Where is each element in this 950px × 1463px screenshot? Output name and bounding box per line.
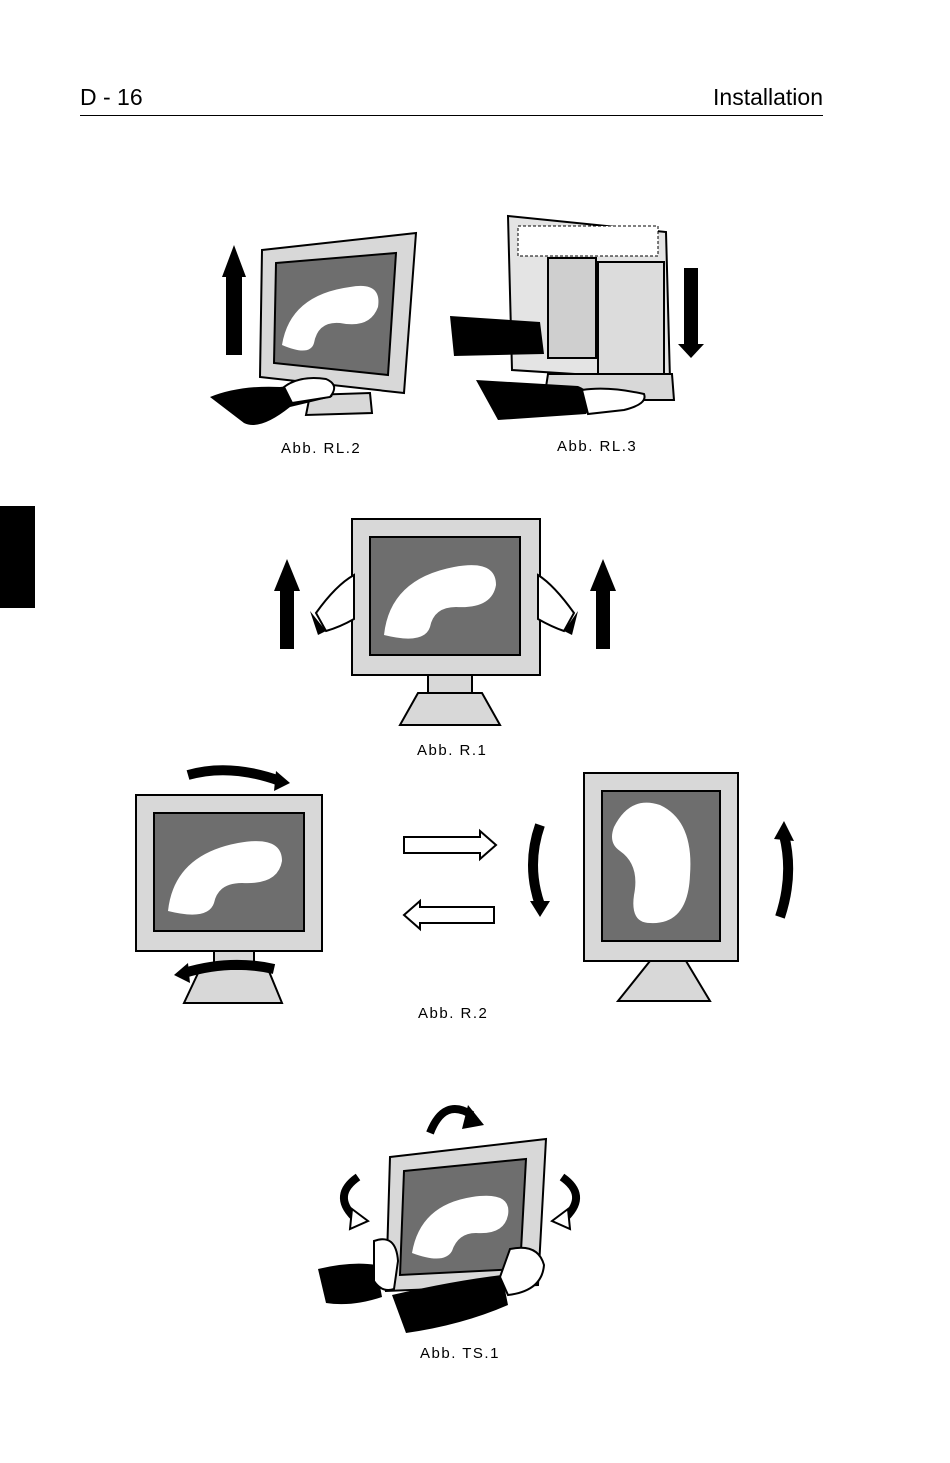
arrow-right-outline-icon: [403, 828, 498, 862]
caption-r1: Abb. R.1: [417, 742, 488, 759]
caption-ts1: Abb. TS.1: [420, 1345, 500, 1362]
arrow-up-icon: [226, 273, 242, 355]
figure-rl2: [200, 225, 430, 440]
figure-r2: [90, 755, 825, 1020]
arrow-up-left-icon: [280, 587, 294, 649]
rotate-arrow-base-icon: [182, 959, 276, 978]
monitor-height-lock-illustration: [210, 231, 418, 425]
monitor-rear-view-illustration: [450, 214, 704, 420]
figure-ts1: [312, 1085, 607, 1345]
monitor-lift-illustration: [274, 518, 616, 726]
rotate-arrow-up-icon: [775, 833, 794, 919]
section-title: Installation: [713, 84, 823, 110]
header-rule: [80, 115, 823, 116]
arrow-left-outline-icon: [402, 898, 495, 932]
page-number: D - 16: [80, 84, 143, 110]
chapter-thumb-tab: [0, 506, 35, 608]
figure-rl3: [448, 210, 708, 435]
arrow-up-right-icon: [596, 587, 610, 649]
caption-rl2: Abb. RL.2: [281, 440, 362, 457]
monitor-rotation-illustration: [135, 765, 794, 1004]
rotate-arrow-down-icon: [528, 823, 545, 907]
monitor-tilt-swivel-illustration: [318, 1105, 580, 1333]
rotate-arrow-top-icon: [186, 765, 282, 786]
caption-r2: Abb. R.2: [418, 1005, 489, 1022]
caption-rl3: Abb. RL.3: [557, 438, 638, 455]
arrow-down-icon: [684, 268, 698, 348]
figure-r1: [270, 515, 620, 735]
